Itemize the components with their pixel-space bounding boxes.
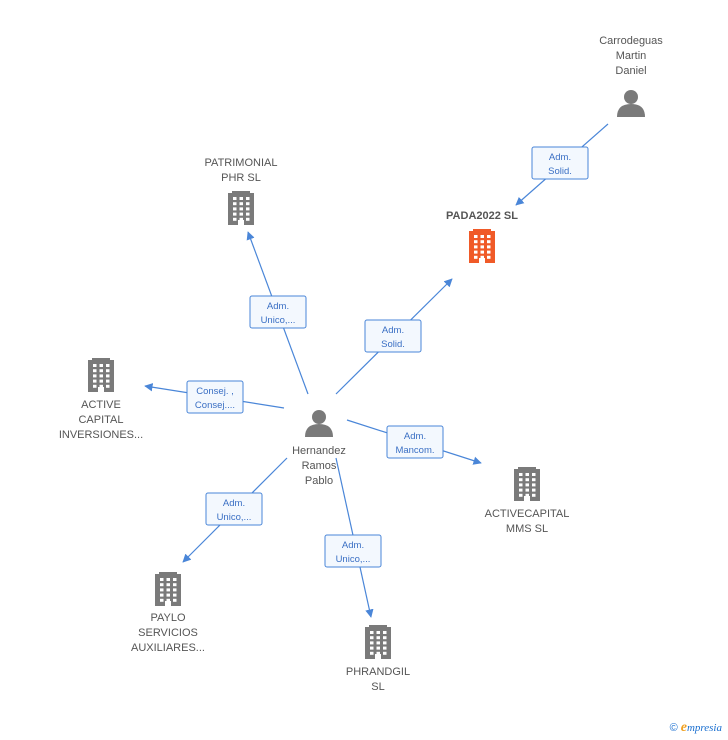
edge-label[interactable]: Adm. Solid. xyxy=(531,146,589,180)
node-label: SL xyxy=(371,681,384,693)
edge-label[interactable]: Adm. Solid. xyxy=(364,319,422,353)
edge-label-text: Mancom. xyxy=(395,445,434,456)
node-label: Pablo xyxy=(305,475,333,487)
edge-label-text: Consej.... xyxy=(195,400,235,411)
building-icon[interactable] xyxy=(88,358,114,392)
edge-hernandez-to-activecapital-mms: Adm. Mancom. xyxy=(346,419,482,465)
edge-label[interactable]: Adm. Unico,... xyxy=(324,534,382,568)
building-icon[interactable] xyxy=(469,229,495,263)
edge-label-text: Solid. xyxy=(381,339,405,350)
node-label: SERVICIOS xyxy=(138,627,198,639)
edge-label-text: Adm. xyxy=(404,431,426,442)
node-label: ACTIVECAPITAL xyxy=(485,508,570,520)
edge-label-text: Adm. xyxy=(549,152,571,163)
edge-label-text: Adm. xyxy=(267,301,289,312)
edge-label-text: Consej. , xyxy=(196,386,234,397)
brand-initial: e xyxy=(680,720,687,735)
node-label: PATRIMONIAL xyxy=(205,157,278,169)
edge-label-text: Unico,... xyxy=(217,512,252,523)
node-label: PAYLO xyxy=(150,612,185,624)
edge-label-box[interactable] xyxy=(324,534,382,568)
node-activecapital-mms[interactable]: ACTIVECAPITAL MMS SL xyxy=(485,467,570,535)
brand-name: mpresia xyxy=(686,722,722,734)
edge-hernandez-to-patrimonial: Adm. Unico,... xyxy=(246,231,309,395)
copyright-symbol: © xyxy=(669,722,678,734)
edge-hernandez-to-phrandgil: Adm. Unico,... xyxy=(324,457,382,618)
node-patrimonial[interactable]: PATRIMONIAL PHR SL xyxy=(205,157,278,225)
node-label: Ramos xyxy=(302,460,337,472)
node-label: CAPITAL xyxy=(78,414,123,426)
edges-layer: Adm. Solid. Adm. Solid. Adm. Unico,... Consej.… xyxy=(144,123,609,618)
node-label: PHR SL xyxy=(221,172,261,184)
node-label: Daniel xyxy=(615,65,646,77)
edge-hernandez-to-pada2022: Adm. Solid. xyxy=(335,278,453,395)
building-icon[interactable] xyxy=(155,572,181,606)
node-label: Martin xyxy=(616,50,647,62)
node-label: AUXILIARES... xyxy=(131,642,205,654)
edge-label-box[interactable] xyxy=(531,146,589,180)
node-label: PHRANDGIL xyxy=(346,666,410,678)
node-label: Carrodeguas xyxy=(599,35,663,47)
edge-label[interactable]: Adm. Unico,... xyxy=(249,295,307,329)
edge-label-text: Unico,... xyxy=(261,315,296,326)
edge-label-text: Adm. xyxy=(382,325,404,336)
edge-carrodeguas-to-pada2022: Adm. Solid. xyxy=(515,123,609,206)
edge-label-box[interactable] xyxy=(364,319,422,353)
node-phrandgil[interactable]: PHRANDGIL SL xyxy=(346,625,410,693)
edge-label-box[interactable] xyxy=(249,295,307,329)
edge-label-box[interactable] xyxy=(386,425,444,459)
person-icon[interactable] xyxy=(617,90,645,117)
node-pada2022[interactable]: PADA2022 SL xyxy=(446,210,518,263)
building-icon[interactable] xyxy=(365,625,391,659)
edge-label[interactable]: Adm. Mancom. xyxy=(386,425,444,459)
person-icon[interactable] xyxy=(305,410,333,437)
edge-label-text: Adm. xyxy=(223,498,245,509)
node-label: MMS SL xyxy=(506,523,548,535)
node-label: INVERSIONES... xyxy=(59,429,143,441)
node-paylo[interactable]: PAYLO SERVICIOS AUXILIARES... xyxy=(131,572,205,654)
edge-hernandez-to-active-capital: Consej. , Consej.... xyxy=(144,380,285,414)
edge-label-text: Solid. xyxy=(548,166,572,177)
edge-label-box[interactable] xyxy=(205,492,263,526)
node-label: Hernandez xyxy=(292,445,346,457)
edge-hernandez-to-paylo: Adm. Unico,... xyxy=(182,457,288,563)
node-active-capital[interactable]: ACTIVE CAPITAL INVERSIONES... xyxy=(59,358,143,441)
brand-footer: ©empresia xyxy=(670,720,722,736)
node-label: PADA2022 SL xyxy=(446,210,518,222)
edge-label-text: Unico,... xyxy=(336,554,371,565)
node-label: ACTIVE xyxy=(81,399,121,411)
building-icon[interactable] xyxy=(228,191,254,225)
edge-label-box[interactable] xyxy=(186,380,244,414)
edge-label-text: Adm. xyxy=(342,540,364,551)
edge-label[interactable]: Consej. , Consej.... xyxy=(186,380,244,414)
edge-label[interactable]: Adm. Unico,... xyxy=(205,492,263,526)
building-icon[interactable] xyxy=(514,467,540,501)
